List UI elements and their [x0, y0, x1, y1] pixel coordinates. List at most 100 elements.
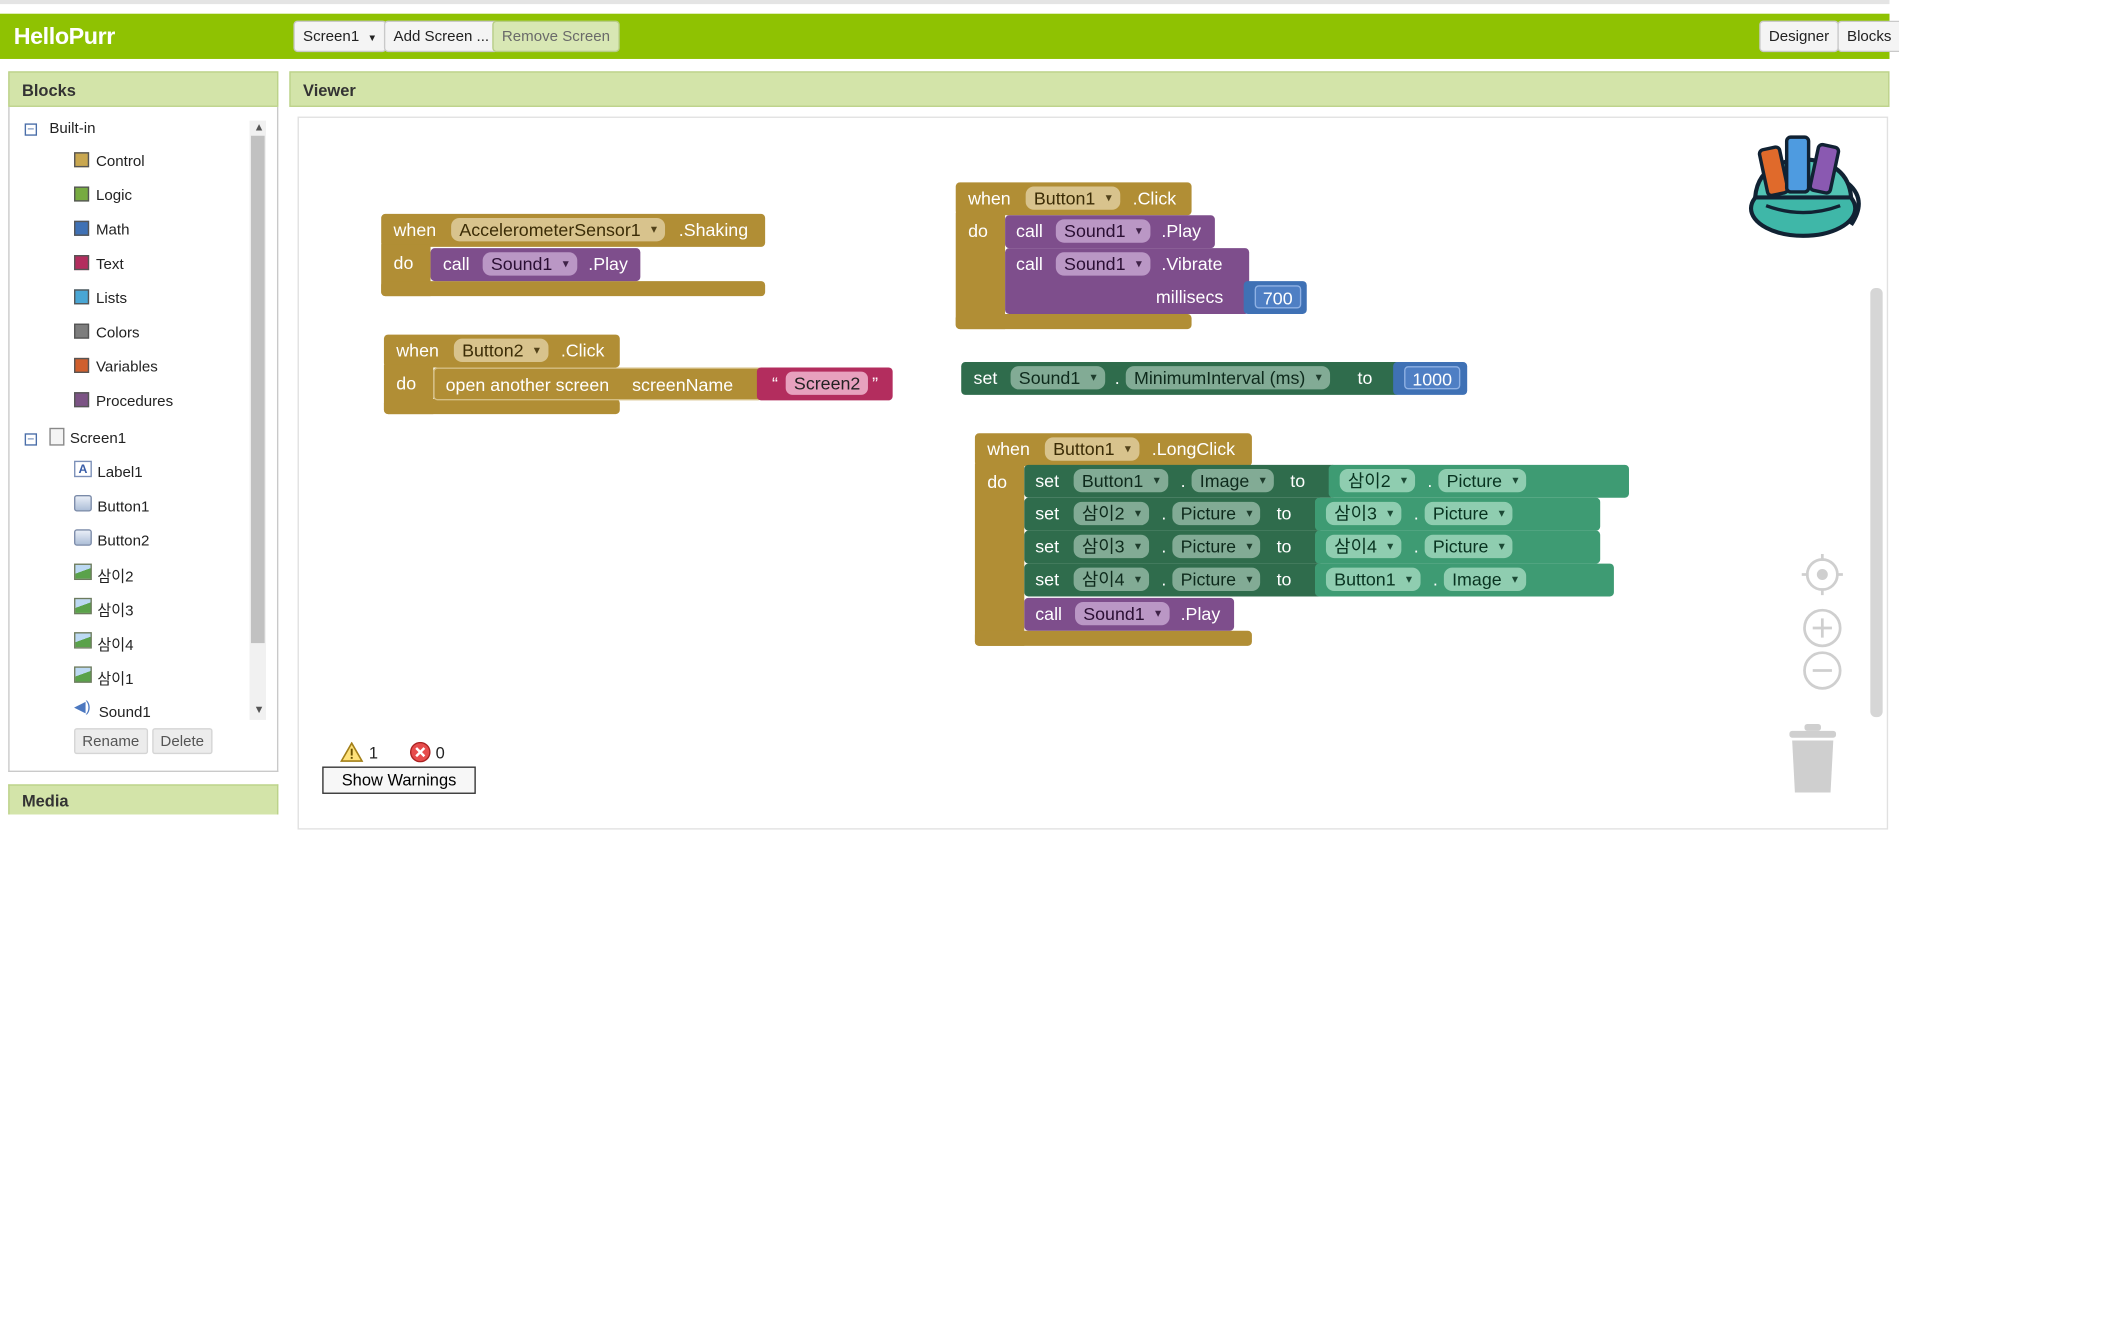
- component-item[interactable]: 삼이3: [74, 596, 133, 623]
- event-body: do: [974, 463, 1025, 646]
- call-sound1-play[interactable]: call Sound1 .Play: [430, 248, 641, 282]
- add-screen-button[interactable]: Add Screen ...: [383, 20, 499, 53]
- component-dropdown[interactable]: 삼이3: [1073, 534, 1150, 559]
- palette-item-lists[interactable]: Lists: [74, 285, 127, 312]
- remove-screen-button[interactable]: Remove Screen: [492, 20, 620, 53]
- component-item-label: 삼이4: [97, 637, 134, 655]
- backpack-icon[interactable]: [1741, 129, 1864, 241]
- string-value[interactable]: Screen2: [785, 371, 869, 395]
- palette-item-text[interactable]: Text: [74, 251, 124, 278]
- tree-screen1-label: Screen1: [69, 430, 127, 448]
- component-item-label: 삼이3: [97, 603, 134, 620]
- setter-block: set Sound1 . MinimumInterval (ms) to: [961, 361, 1400, 395]
- number-block[interactable]: 700: [1243, 281, 1307, 315]
- millisecs-label: millisecs: [1155, 286, 1224, 308]
- property-dropdown[interactable]: Picture: [1438, 468, 1527, 493]
- scrollbar-thumb[interactable]: [250, 135, 265, 644]
- center-target-icon[interactable]: [1800, 553, 1844, 597]
- property-dropdown[interactable]: Picture: [1172, 567, 1261, 591]
- trash-icon[interactable]: [1784, 723, 1842, 797]
- zoom-in-icon[interactable]: [1800, 607, 1844, 651]
- component-dropdown[interactable]: 삼이3: [1325, 501, 1402, 526]
- set-keyword: set: [1035, 536, 1060, 557]
- text-string-block[interactable]: “ Screen2 ”: [756, 367, 893, 401]
- scroll-down-icon[interactable]: ▼: [253, 703, 265, 716]
- getter-block[interactable]: 삼이4.Picture: [1314, 530, 1601, 564]
- call-keyword: call: [1016, 220, 1043, 242]
- delete-button[interactable]: Delete: [152, 728, 213, 755]
- number-block[interactable]: 1000: [1393, 361, 1468, 395]
- warning-count: 1: [368, 742, 379, 762]
- property-dropdown[interactable]: Picture: [1424, 501, 1514, 526]
- component-dropdown[interactable]: Button1: [1044, 437, 1140, 461]
- call-sound1-vibrate[interactable]: call Sound1 .Vibrate millisecs: [1005, 248, 1250, 315]
- collapse-icon[interactable]: −: [24, 122, 38, 136]
- call-sound1-play[interactable]: call Sound1 .Play: [1024, 597, 1235, 631]
- image-icon: [74, 597, 92, 615]
- property-dropdown[interactable]: Picture: [1172, 534, 1261, 559]
- blocks-button[interactable]: Blocks: [1837, 20, 1900, 53]
- component-dropdown[interactable]: Sound1: [1055, 252, 1151, 276]
- component-dropdown[interactable]: 삼이4: [1325, 534, 1402, 559]
- when-keyword: when: [393, 219, 437, 240]
- component-item[interactable]: 삼이2: [74, 562, 133, 589]
- getter-block[interactable]: 삼이3.Picture: [1314, 497, 1601, 531]
- swatch-icon: [74, 254, 90, 270]
- component-item[interactable]: Button1: [74, 494, 149, 521]
- method-name: .Vibrate: [1161, 253, 1223, 275]
- zoom-out-icon[interactable]: [1800, 650, 1844, 694]
- component-item[interactable]: 삼이4: [74, 631, 133, 658]
- component-dropdown[interactable]: Button1: [1073, 468, 1169, 493]
- open-another-screen-block[interactable]: open another screen screenName: [433, 367, 763, 401]
- blocks-panel-scrollbar[interactable]: [249, 120, 267, 720]
- component-dropdown[interactable]: AccelerometerSensor1: [451, 218, 666, 242]
- screen-select-button[interactable]: Screen1 ▼: [293, 20, 387, 53]
- palette-item-variables[interactable]: Variables: [74, 354, 158, 381]
- getter-block[interactable]: 삼이2.Picture: [1328, 464, 1629, 498]
- open-screen-keyword: open another screen: [445, 374, 610, 395]
- palette-item-label: Math: [95, 222, 130, 239]
- component-dropdown[interactable]: Button1: [1325, 567, 1421, 591]
- component-item[interactable]: 삼이1: [74, 665, 133, 692]
- property-dropdown[interactable]: Picture: [1424, 534, 1514, 559]
- show-warnings-button[interactable]: Show Warnings: [322, 766, 476, 794]
- designer-button[interactable]: Designer: [1759, 20, 1839, 53]
- property-dropdown[interactable]: MinimumInterval (ms): [1125, 366, 1331, 390]
- component-item[interactable]: Button2: [74, 528, 149, 555]
- warning-indicator: 1 0: [340, 741, 445, 763]
- workspace-scrollbar[interactable]: [1870, 287, 1883, 718]
- scroll-up-icon[interactable]: ▲: [253, 120, 265, 134]
- number-value[interactable]: 1000: [1404, 366, 1461, 390]
- property-dropdown[interactable]: Image: [1443, 567, 1527, 591]
- palette-item-control[interactable]: Control: [74, 148, 145, 175]
- palette-item-procedures[interactable]: Procedures: [74, 388, 173, 415]
- call-sound1-play[interactable]: call Sound1 .Play: [1005, 215, 1215, 249]
- palette-item-label: Variables: [95, 359, 158, 376]
- collapse-icon[interactable]: −: [24, 432, 38, 445]
- property-dropdown[interactable]: Image: [1191, 468, 1275, 493]
- tree-screen1[interactable]: − Screen1: [24, 425, 127, 452]
- getter-block[interactable]: Button1.Image: [1314, 563, 1614, 597]
- component-dropdown[interactable]: Sound1: [482, 252, 578, 276]
- number-value[interactable]: 700: [1254, 285, 1301, 309]
- component-dropdown[interactable]: Button1: [1025, 186, 1121, 210]
- component-dropdown[interactable]: 삼이2: [1073, 501, 1150, 526]
- component-dropdown[interactable]: 삼이4: [1073, 567, 1150, 591]
- rename-button[interactable]: Rename: [74, 728, 148, 755]
- tree-builtin[interactable]: − Built-in: [24, 115, 95, 142]
- component-dropdown[interactable]: Sound1: [1075, 601, 1170, 626]
- palette-item-logic[interactable]: Logic: [74, 182, 132, 209]
- component-dropdown[interactable]: 삼이2: [1339, 468, 1416, 493]
- property-dropdown[interactable]: Picture: [1172, 501, 1261, 526]
- event-header: when AccelerometerSensor1 .Shaking: [381, 213, 766, 247]
- palette-item-colors[interactable]: Colors: [74, 319, 140, 346]
- quote-close: ”: [872, 372, 879, 394]
- palette-item-math[interactable]: Math: [74, 217, 130, 244]
- error-count: 0: [435, 742, 445, 762]
- component-dropdown[interactable]: Sound1: [1055, 219, 1151, 243]
- component-dropdown[interactable]: Button2: [453, 338, 549, 362]
- component-item[interactable]: ◀)Sound1: [74, 699, 151, 726]
- component-dropdown[interactable]: Sound1: [1010, 366, 1105, 390]
